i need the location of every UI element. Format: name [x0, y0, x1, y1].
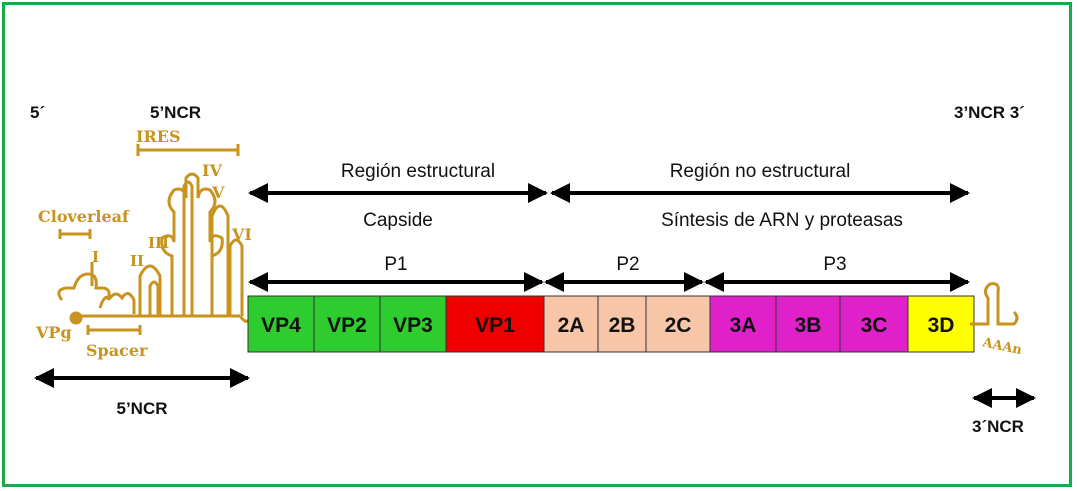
genome-segments: VP4 VP2 VP3 VP1 2A 2B 2C 3A 3B 3C 3D [247, 295, 975, 353]
poly-a-tail: AAAn [980, 335, 1023, 358]
five-prime-label: 5´ [30, 103, 45, 122]
spacer-label: Spacer [86, 341, 148, 360]
segment-label-2b: 2B [609, 314, 636, 337]
structural-region-title: Región estructural [341, 161, 495, 182]
segment-box-2b [597, 295, 647, 353]
segment-label-vp4: VP4 [261, 314, 301, 337]
five-ncr-top-label: 5’NCR [150, 103, 201, 122]
p1-label: P1 [384, 254, 407, 275]
segment-label-vp1: VP1 [475, 314, 515, 337]
loop-iv-label: IV [202, 161, 222, 180]
cloverleaf-label: Cloverleaf [38, 207, 130, 226]
segment-label-2c: 2C [665, 314, 692, 337]
p3-label: P3 [823, 254, 846, 275]
three-ncr-bottom-label: 3´NCR [972, 417, 1024, 436]
three-prime-top-label: 3’NCR 3´ [954, 103, 1025, 122]
segment-label-2a: 2A [558, 314, 585, 337]
segment-box-vp2 [313, 295, 381, 353]
segment-label-vp2: VP2 [327, 314, 367, 337]
loop-i-label: I [92, 248, 99, 266]
segment-box-vp3 [379, 295, 447, 353]
segment-box-3c [839, 295, 909, 353]
loop-vi-label: VI [231, 225, 252, 244]
structural-region-subtitle: Capside [363, 210, 433, 231]
nonstructural-region-title: Región no estructural [670, 161, 851, 182]
segment-box-2c [645, 295, 711, 353]
p2-label: P2 [616, 254, 639, 275]
segment-box-3a [709, 295, 777, 353]
segment-label-3d: 3D [928, 314, 955, 337]
segment-box-2a [543, 295, 599, 353]
segment-label-3c: 3C [861, 314, 888, 337]
loop-v-label: V [211, 183, 225, 202]
segment-label-3b: 3B [795, 314, 822, 337]
three-ncr-structure [970, 282, 1019, 326]
segment-box-vp4 [247, 295, 315, 353]
five-ncr-structure [57, 144, 250, 335]
segment-box-3b [775, 295, 841, 353]
ires-label: IRES [136, 127, 181, 146]
five-ncr-bottom-label: 5’NCR [116, 399, 167, 418]
segment-label-3a: 3A [730, 314, 757, 337]
segment-box-3d [907, 295, 975, 353]
loop-iii-label: III [148, 234, 169, 252]
loop-ii-label: II [130, 252, 144, 270]
segment-label-vp3: VP3 [393, 314, 433, 337]
nonstructural-region-subtitle: Síntesis de ARN y proteasas [661, 210, 903, 231]
vpg-label: VPg [35, 323, 72, 342]
